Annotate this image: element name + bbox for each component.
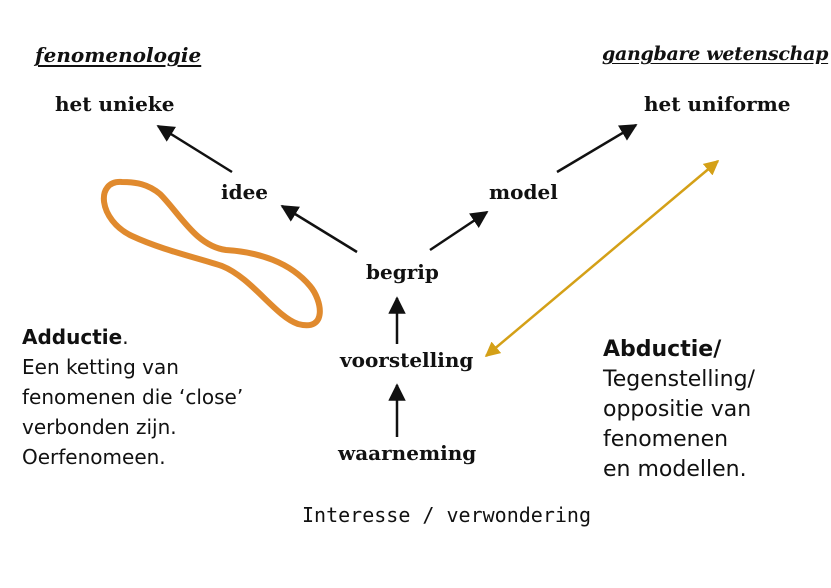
- arrow-model-het-uniforme: [556, 123, 638, 174]
- node-het-uniforme: het uniforme: [644, 92, 791, 116]
- adductie-block: Adductie. Een ketting van fenomenen die …: [22, 322, 243, 472]
- node-voorstelling: voorstelling: [340, 348, 474, 372]
- adductie-line: Oerfenomeen.: [22, 445, 166, 469]
- adductie-title: Adductie: [22, 325, 123, 349]
- adductie-title-suffix: .: [122, 325, 129, 349]
- node-idee: idee: [221, 180, 269, 204]
- node-begrip: begrip: [366, 260, 439, 284]
- heading-gangbare-wetenschap: gangbare wetenschap: [602, 43, 829, 65]
- adductie-line: verbonden zijn.: [22, 415, 177, 439]
- caption-interesse-verwondering: Interesse / verwondering: [302, 503, 591, 527]
- heading-fenomenologie: fenomenologie: [35, 43, 202, 67]
- abductie-line: Tegenstelling/: [603, 367, 755, 392]
- double-arrow-abductie: [484, 160, 720, 357]
- abductie-line: en modellen.: [603, 457, 747, 482]
- arrow-begrip-model: [429, 210, 489, 252]
- abductie-title: Abductie/: [603, 337, 722, 362]
- node-waarneming: waarneming: [338, 441, 477, 465]
- adductie-title-line: Adductie.: [22, 322, 243, 352]
- abductie-line: fenomenen: [603, 427, 729, 452]
- arrow-idee-het-unieke: [156, 124, 233, 174]
- adductie-line: fenomenen die ‘close’: [22, 385, 244, 409]
- node-het-unieke: het unieke: [55, 92, 175, 116]
- node-model: model: [489, 180, 558, 204]
- infinity-loop: [100, 179, 323, 329]
- abductie-line: oppositie van: [603, 397, 752, 422]
- abductie-block: Abductie/ Tegenstelling/ oppositie van f…: [603, 335, 755, 485]
- arrow-begrip-idee: [280, 204, 358, 254]
- adductie-line: Een ketting van: [22, 355, 179, 379]
